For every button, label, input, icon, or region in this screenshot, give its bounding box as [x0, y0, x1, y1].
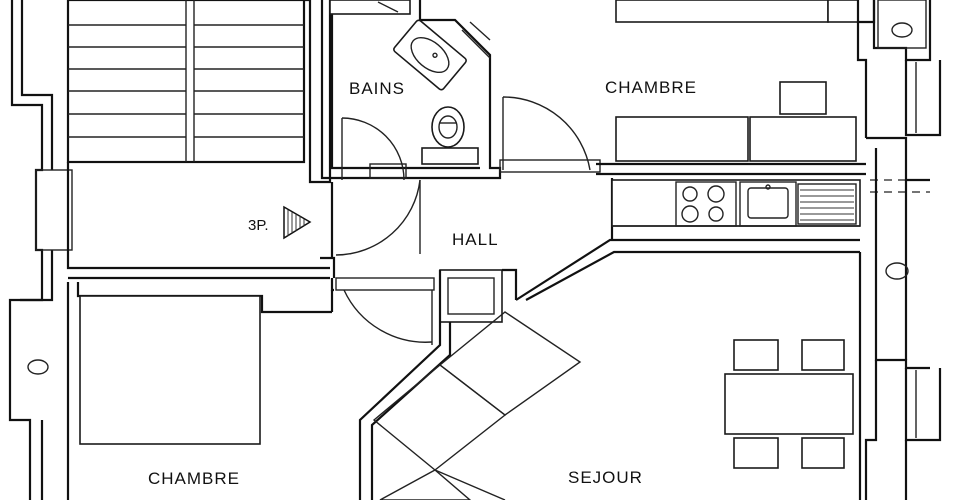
- room-label-bedroom-bottom: CHAMBRE: [148, 469, 240, 488]
- stair-arrow-icon: [283, 205, 312, 240]
- bathroom: [320, 0, 502, 181]
- bedroom-bottom: [66, 282, 334, 500]
- kitchen-counter: [610, 178, 930, 240]
- exterior-wall-left: [8, 0, 73, 500]
- staircase: [66, 0, 306, 164]
- landing: [66, 0, 336, 280]
- bedroom-top: [596, 0, 866, 176]
- stair-mark-label: 3P.: [248, 217, 269, 234]
- living-room: [372, 238, 862, 500]
- hall: [330, 96, 601, 500]
- room-label-bath: BAINS: [349, 79, 405, 98]
- room-label-bedroom-top: CHAMBRE: [605, 78, 697, 97]
- room-label-hall: HALL: [452, 230, 499, 249]
- exterior-wall-right: [856, 0, 942, 500]
- room-label-living: SEJOUR: [568, 468, 643, 487]
